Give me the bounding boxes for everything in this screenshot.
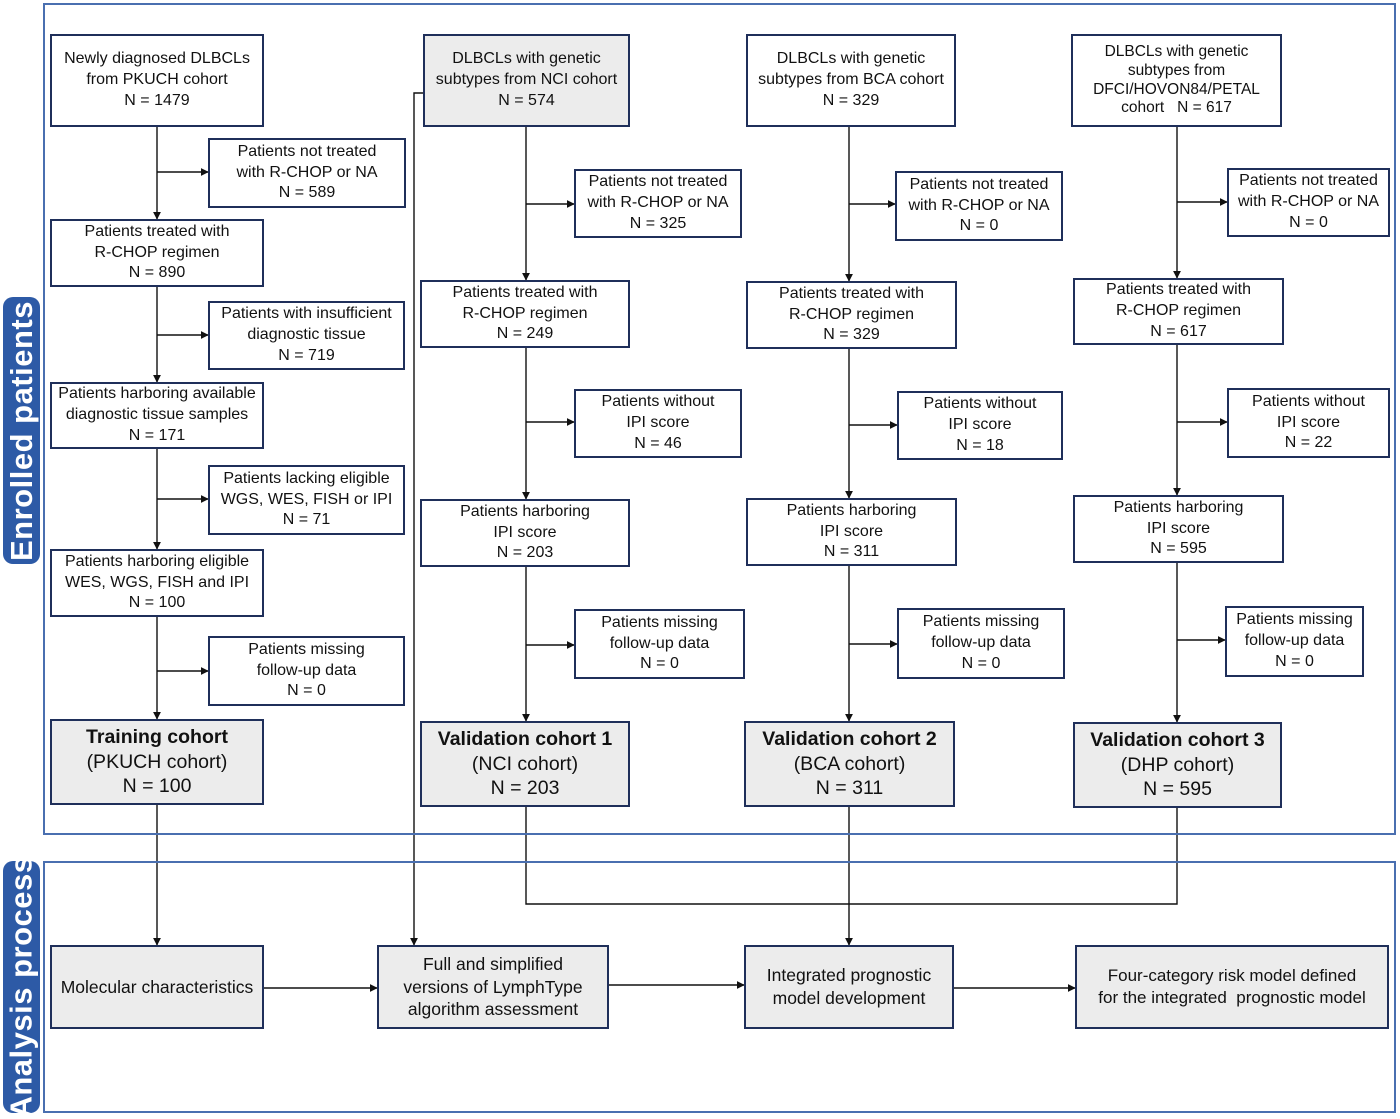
analysis-process-section — [43, 861, 1396, 1113]
analysis-process-label: Analysis process — [3, 855, 40, 1119]
validation-merge-connector — [525, 807, 1178, 905]
molecular-characteristics-box: Molecular characteristics — [50, 945, 264, 1029]
validation-cohort-2-box: Validation cohort 2(BCA cohort)N = 311 — [744, 721, 955, 807]
enrolled-patients-section — [43, 3, 1396, 835]
validation-cohort-3-box: Validation cohort 3(DHP cohort)N = 595 — [1073, 722, 1282, 808]
nci-to-lymphtype-connector — [410, 92, 423, 946]
validation-cohort-1-box: Validation cohort 1(NCI cohort)N = 203 — [420, 721, 630, 807]
training-cohort-box: Training cohort(PKUCH cohort)N = 100 — [50, 719, 264, 805]
enrolled-patients-label: Enrolled patients — [3, 297, 40, 564]
